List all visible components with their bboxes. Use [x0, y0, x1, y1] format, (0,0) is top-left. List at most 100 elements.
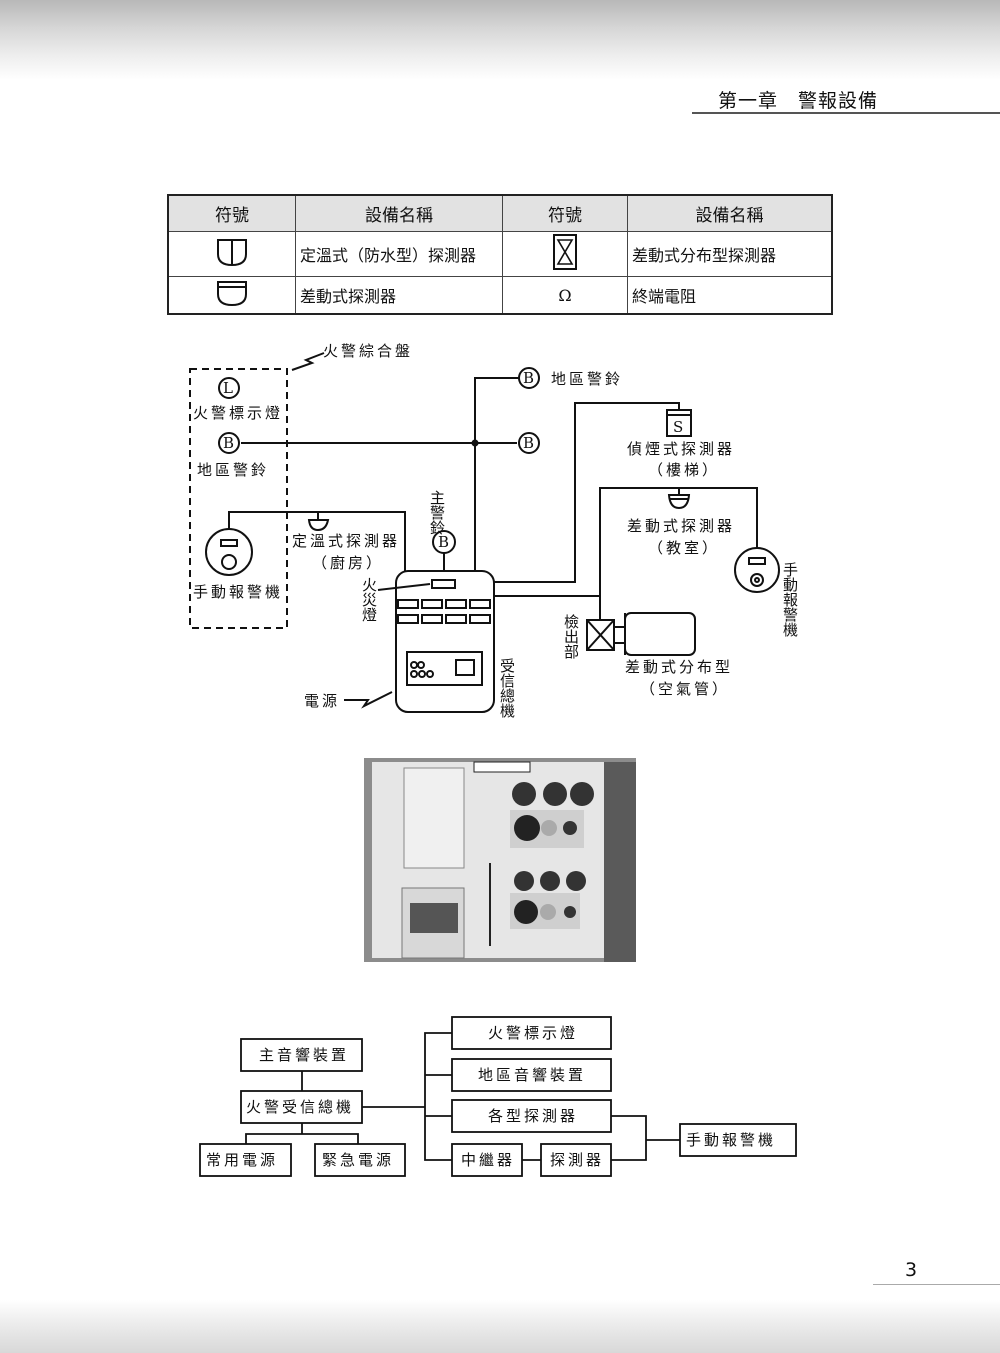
diagram-label: B: [523, 369, 534, 387]
diagram-shape: [403, 767, 465, 869]
fire-lamp-circle: [218, 377, 240, 399]
receiver-unit: [395, 570, 495, 713]
receiver-label: 受信總機: [498, 658, 516, 719]
diagram-shape: [397, 614, 419, 624]
diagram-shape: [494, 487, 758, 597]
col-header: 設備名稱: [295, 194, 503, 232]
diagram-shape: [494, 402, 680, 583]
diagram-shape: [220, 539, 238, 547]
symbol-table: 符號 設備名稱 符號 設備名稱 定溫式（防水型）探測器 差動式分布型探測器: [167, 194, 833, 315]
diagram-label: B: [223, 434, 234, 452]
col-header: 符號: [502, 194, 628, 232]
diagram-label: B: [438, 533, 449, 551]
diagram-shape: [221, 554, 237, 570]
diagram-shape: [754, 577, 760, 583]
fixed-temp-label: 定溫式探測器: [292, 532, 400, 550]
diagram-shape: [424, 1032, 452, 1161]
diagram-shape: [377, 583, 431, 591]
diagram-shape: [556, 239, 574, 265]
device-name: 差動式分布型探測器: [627, 231, 833, 277]
diagram-label: （廚房）: [312, 554, 384, 572]
diagram-shape: [512, 782, 536, 806]
diagram-shape: [518, 367, 540, 389]
diagram-shape: [514, 900, 538, 924]
wiring-diagram: 火警綜合盤 L 火警標示燈 B 地區警鈴 手動報警機 定溫式探測器 （廚房） 主…: [189, 342, 799, 719]
block-diagram: 主音響裝置 火警受信總機 常用電源 緊急電源 火警標示燈 地區音響裝置 各型探測…: [199, 1016, 797, 1177]
fixed-temp-waterproof-detector-icon: [217, 239, 247, 267]
diagram-shape: [566, 871, 586, 891]
diagram-shape: [445, 599, 467, 609]
fire-lamp-box: 火警標示燈: [488, 1024, 578, 1042]
diagram-shape: [469, 614, 491, 624]
fire-alarm-panel-photo: [364, 758, 636, 962]
local-sound-box: 地區音響裝置: [478, 1066, 586, 1084]
diagram-shape: [540, 904, 556, 920]
diagram-shape: [431, 579, 456, 589]
diagram-shape: [410, 670, 418, 678]
main-bell-label: 主警鈴: [428, 490, 446, 535]
fire-lamp-unit-label: 火災燈: [360, 577, 378, 622]
diagram-shape: [514, 871, 534, 891]
diagram-shape: [410, 903, 458, 933]
device-name: 終端電阻: [627, 276, 833, 315]
manual-alarm-left: [205, 528, 253, 576]
footer-band: [0, 1300, 1000, 1353]
fire-panel-label: 火警綜合盤: [323, 342, 413, 360]
table-row: 差動式探測器 Ω 終端電阻: [167, 276, 833, 315]
diagram-shape: [750, 573, 764, 587]
symbol-cell: [502, 231, 628, 277]
diagram-shape: [421, 614, 443, 624]
diagram-shape: [406, 651, 483, 686]
device-name: 定溫式（防水型）探測器: [295, 231, 503, 277]
diagram-shape: [611, 1115, 647, 1161]
receiver-box: 火警受信總機: [246, 1098, 354, 1116]
diff-detector-label: 差動式探測器: [627, 517, 735, 535]
symbol-cell: [167, 231, 296, 277]
detection-unit: [586, 619, 615, 651]
local-bell-label-right: 地區警鈴: [551, 370, 623, 388]
diagram-shape: [471, 439, 479, 447]
diagram-shape: [291, 352, 325, 371]
main-sound-box: 主音響裝置: [259, 1046, 349, 1064]
detection-unit-label: 檢出部: [562, 614, 580, 659]
manual-alarm-right: [734, 547, 780, 593]
diagram-shape: [417, 661, 425, 669]
diagram-shape: [455, 659, 475, 676]
diagram-shape: [563, 821, 577, 835]
diagram-shape: [426, 670, 434, 678]
diagram-shape: [432, 530, 456, 554]
fire-lamp-label: 火警標示燈: [193, 404, 283, 422]
diagram-shape: [445, 614, 467, 624]
chapter-title: 警報設備: [798, 90, 879, 112]
diagram-label: （空氣管）: [640, 680, 730, 698]
local-bell-label: 地區警鈴: [197, 461, 269, 479]
diagram-shape: [570, 782, 594, 806]
detector-box: 探測器: [550, 1151, 604, 1169]
diagram-label: （教室）: [648, 539, 720, 557]
chapter-number: 第一章: [718, 90, 779, 112]
repeater-box: 中繼器: [461, 1151, 515, 1169]
manual-alarm-box: 手動報警機: [686, 1131, 776, 1149]
diagram-shape: [421, 599, 443, 609]
diagram-shape: [748, 557, 766, 565]
diff-distributed-label: 差動式分布型: [625, 658, 733, 676]
table-row: 定溫式（防水型）探測器 差動式分布型探測器: [167, 231, 833, 277]
diagram-shape: [474, 377, 529, 572]
diagram-label: B: [523, 434, 534, 452]
diagram-shape: [518, 432, 540, 454]
symbol-cell: [167, 276, 296, 315]
fire-panel-outline: [189, 368, 288, 629]
differential-distributed-detector-icon: [553, 234, 577, 270]
diagram-shape: [666, 409, 692, 437]
differential-detector-icon: [217, 281, 247, 307]
diagram-shape: [473, 761, 531, 773]
diagram-shape: [217, 281, 247, 307]
emergency-power-box: 緊急電源: [322, 1151, 394, 1169]
diagram-shape: [514, 815, 540, 841]
diagram-shape: [540, 871, 560, 891]
diagram-shape: [543, 782, 567, 806]
diagram-shape: [307, 519, 330, 532]
footer-rule: [873, 1284, 1000, 1285]
diagram-shape: [564, 906, 576, 918]
smoke-detector-label: 偵煙式探測器: [627, 440, 735, 458]
